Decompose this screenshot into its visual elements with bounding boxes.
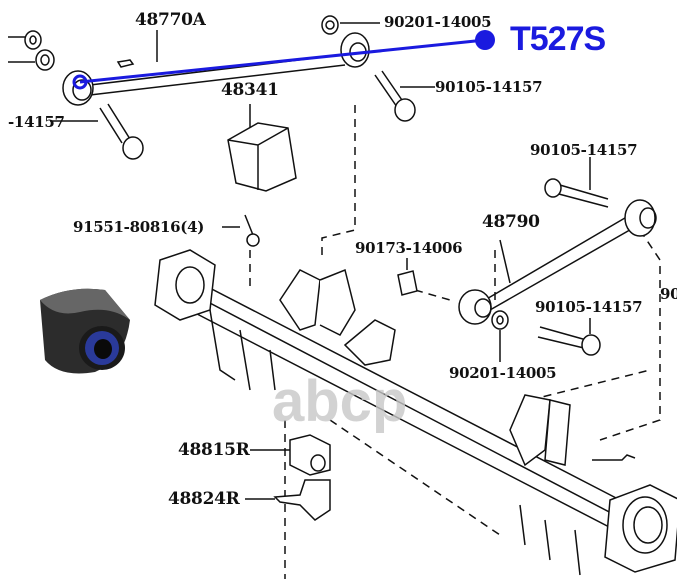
stabilizer-bracket-parts [245,434,331,521]
lateral-rod-48790 [397,199,657,362]
part-label-90105-right-mid[interactable]: 90105-14157 [535,298,643,316]
part-label-48790[interactable]: 48790 [482,212,540,232]
part-label-91551[interactable]: 91551-80816(4) [73,218,205,236]
part-label-90-cut[interactable]: 90 [660,285,677,303]
part-label-90201-bottom[interactable]: 90201-14005 [449,364,557,382]
part-label-14157-left[interactable]: -14157 [8,113,65,131]
bushing-photo [40,288,130,374]
rear-axle-beam [154,249,677,576]
part-label-48815r[interactable]: 48815R [178,440,250,460]
washers-top-left [8,15,380,71]
part-label-90105-right-top[interactable]: 90105-14157 [530,141,638,159]
part-label-48770a[interactable]: 48770A [135,10,206,30]
part-label-48341[interactable]: 48341 [221,80,279,100]
part-label-90173[interactable]: 90173-14006 [355,239,463,257]
bracket-48341 [227,104,297,192]
watermark-logo: abcp [272,369,408,434]
leader-lines [156,30,158,62]
highlight-pointer [72,30,495,90]
part-label-90201-top[interactable]: 90201-14005 [384,13,492,31]
part-label-90105-top[interactable]: 90105-14157 [435,78,543,96]
bolts [50,70,609,356]
guide-lines [249,105,661,579]
highlight-label-t527s: T527S [510,20,606,58]
part-label-48824r[interactable]: 48824R [168,489,240,509]
